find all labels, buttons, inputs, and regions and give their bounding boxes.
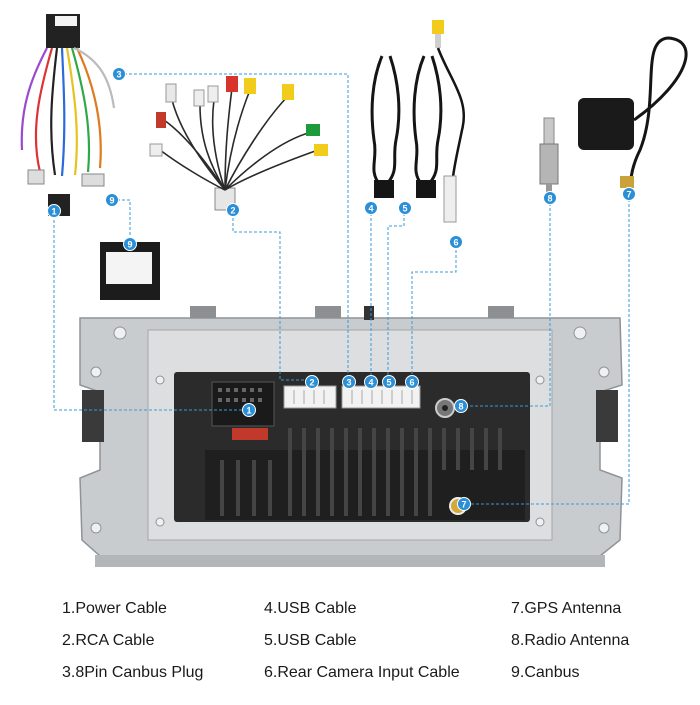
marker-label-2-unit: 2 [309, 378, 314, 388]
legend-item-9: 9.Canbus [511, 664, 580, 681]
marker-5-unit: 5 [382, 375, 396, 389]
marker-4-unit: 4 [364, 375, 378, 389]
marker-3-unit: 3 [342, 375, 356, 389]
leader-line-2 [232, 208, 311, 381]
marker-label-6: 6 [453, 238, 458, 248]
legend-item-2: 2.RCA Cable [62, 632, 155, 649]
marker-label-1-unit: 1 [246, 406, 251, 416]
rear-camera-cable-icon [432, 20, 465, 223]
head-unit-icon [79, 306, 623, 567]
marker-label-7: 7 [626, 190, 631, 200]
legend-item-5: 5.USB Cable [264, 632, 357, 649]
marker-8-unit: 8 [454, 399, 468, 413]
leader-line-1 [53, 210, 249, 411]
marker-label-8: 8 [547, 194, 552, 204]
marker-label-4-unit: 4 [368, 378, 373, 388]
marker-4: 4 [364, 201, 378, 215]
marker-2-unit: 2 [305, 375, 319, 389]
marker-label-8-unit: 8 [458, 402, 463, 412]
marker-label-5-unit: 5 [386, 378, 391, 388]
marker-6-unit: 6 [405, 375, 419, 389]
marker-label-7-unit: 7 [461, 500, 466, 510]
canbus-box-icon [100, 242, 160, 300]
marker-1-unit: 1 [242, 403, 256, 417]
legend-item-1: 1.Power Cable [62, 600, 167, 617]
marker-label-5: 5 [402, 204, 407, 214]
marker-9: 9 [105, 193, 119, 207]
marker-5: 5 [398, 201, 412, 215]
marker-7: 7 [622, 187, 636, 201]
marker-label-1: 1 [51, 207, 56, 217]
legend-item-4: 4.USB Cable [264, 600, 357, 617]
leader-lines [53, 73, 630, 505]
power-harness-icon [20, 14, 116, 216]
marker-label-9-box: 9 [127, 240, 132, 250]
marker-3: 3 [112, 67, 126, 81]
marker-label-9: 9 [109, 196, 114, 206]
marker-8: 8 [543, 191, 557, 205]
leader-line-3 [119, 73, 349, 380]
leader-line-6 [411, 240, 457, 380]
marker-1: 1 [47, 204, 61, 218]
legend-item-3: 3.8Pin Canbus Plug [62, 664, 204, 681]
leader-line-5 [387, 208, 405, 380]
legend-item-7: 7.GPS Antenna [511, 600, 622, 617]
marker-9-box: 9 [123, 237, 137, 251]
marker-label-3: 3 [116, 70, 121, 80]
marker-label-6-unit: 6 [409, 378, 414, 388]
legend-item-8: 8.Radio Antenna [511, 632, 630, 649]
leader-line-8 [460, 198, 551, 407]
marker-label-3-unit: 3 [346, 378, 351, 388]
marker-2: 2 [226, 203, 240, 217]
marker-label-4: 4 [368, 204, 373, 214]
gps-antenna-icon [578, 36, 688, 197]
marker-7-unit: 7 [457, 497, 471, 511]
marker-label-2: 2 [230, 206, 235, 216]
radio-antenna-adapter-icon [539, 117, 559, 198]
leader-line-7 [464, 194, 630, 505]
legend-item-6: 6.Rear Camera Input Cable [264, 664, 460, 681]
usb-cable-icon [374, 180, 436, 198]
usb-cable-icon [370, 55, 443, 187]
rca-harness-icon [149, 76, 328, 211]
marker-6: 6 [449, 235, 463, 249]
